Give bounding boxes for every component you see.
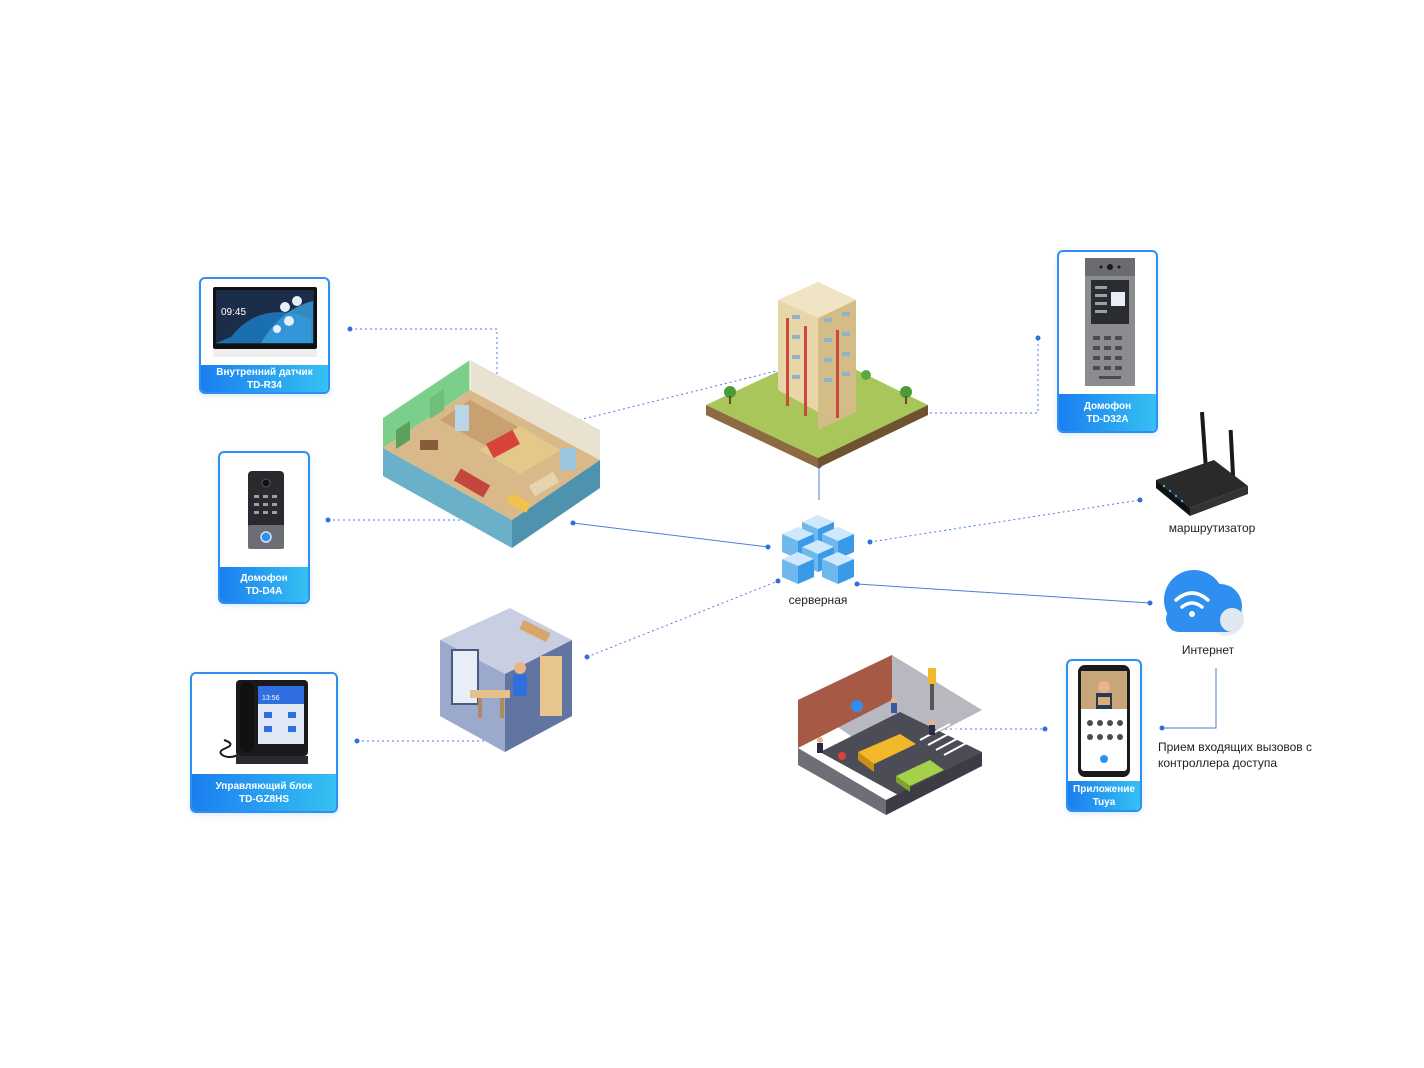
device-model: TD-D32A xyxy=(1059,413,1156,426)
phone-clock: 13:56 xyxy=(262,695,280,702)
device-label: Управляющий блок TD-GZ8HS xyxy=(192,774,336,811)
internet-label: Интернет xyxy=(1182,643,1235,657)
device-name: Управляющий блок xyxy=(192,780,336,793)
router-icon xyxy=(1156,412,1248,516)
device-name: Внутренний датчик xyxy=(201,366,328,379)
cloud-wifi-icon xyxy=(1164,570,1244,636)
server-icon xyxy=(782,515,854,584)
device-card-doorphone-d4a: Домофон TD-D4A xyxy=(218,451,310,604)
device-label: Домофон TD-D4A xyxy=(220,567,308,602)
device-label: Приложение Tuya xyxy=(1068,781,1140,810)
device-model: TD-GZ8HS xyxy=(192,793,336,806)
incoming-calls-line1: Прием входящих вызовов с xyxy=(1158,740,1312,754)
device-model: TD-D4A xyxy=(220,585,308,598)
apartment-scene xyxy=(383,360,600,548)
line-server-to-internet xyxy=(857,584,1150,603)
street-parking-scene xyxy=(798,655,982,815)
monitor-clock: 09:45 xyxy=(221,307,246,318)
server-label: серверная xyxy=(789,593,848,607)
device-name: Домофон xyxy=(220,572,308,585)
indoor-monitor-icon: 09:45 xyxy=(201,279,328,367)
door-panel-icon xyxy=(220,453,308,571)
router-label: маршрутизатор xyxy=(1169,521,1256,535)
line-apartment-to-server xyxy=(573,523,768,547)
desk-phone-icon: 13:56 xyxy=(192,674,336,778)
line-office-to-server xyxy=(587,581,778,657)
office-room-scene xyxy=(440,608,572,752)
device-label: Домофон TD-D32A xyxy=(1059,394,1156,431)
device-model: TD-R34 xyxy=(201,379,328,392)
device-name: Приложение xyxy=(1068,783,1140,796)
line-app-to-internet xyxy=(1162,668,1216,728)
device-card-doorphone-d32a: Домофон TD-D32A xyxy=(1057,250,1158,433)
device-model: Tuya xyxy=(1068,796,1140,809)
line-server-to-router xyxy=(870,500,1140,542)
device-label: Внутренний датчик TD-R34 xyxy=(201,365,328,392)
device-card-tuya-app: Приложение Tuya xyxy=(1066,659,1142,812)
device-name: Домофон xyxy=(1059,400,1156,413)
device-card-indoor-monitor: 09:45 Внутренний датчик TD-R34 xyxy=(199,277,330,394)
incoming-calls-line2: контроллера доступа xyxy=(1158,756,1277,770)
smartphone-app-icon xyxy=(1068,661,1140,781)
apartment-door-panel-icon xyxy=(1059,252,1156,394)
high-rise-building xyxy=(706,282,928,468)
device-card-control-unit: 13:56 Управляющий блок TD-GZ8HS xyxy=(190,672,338,813)
